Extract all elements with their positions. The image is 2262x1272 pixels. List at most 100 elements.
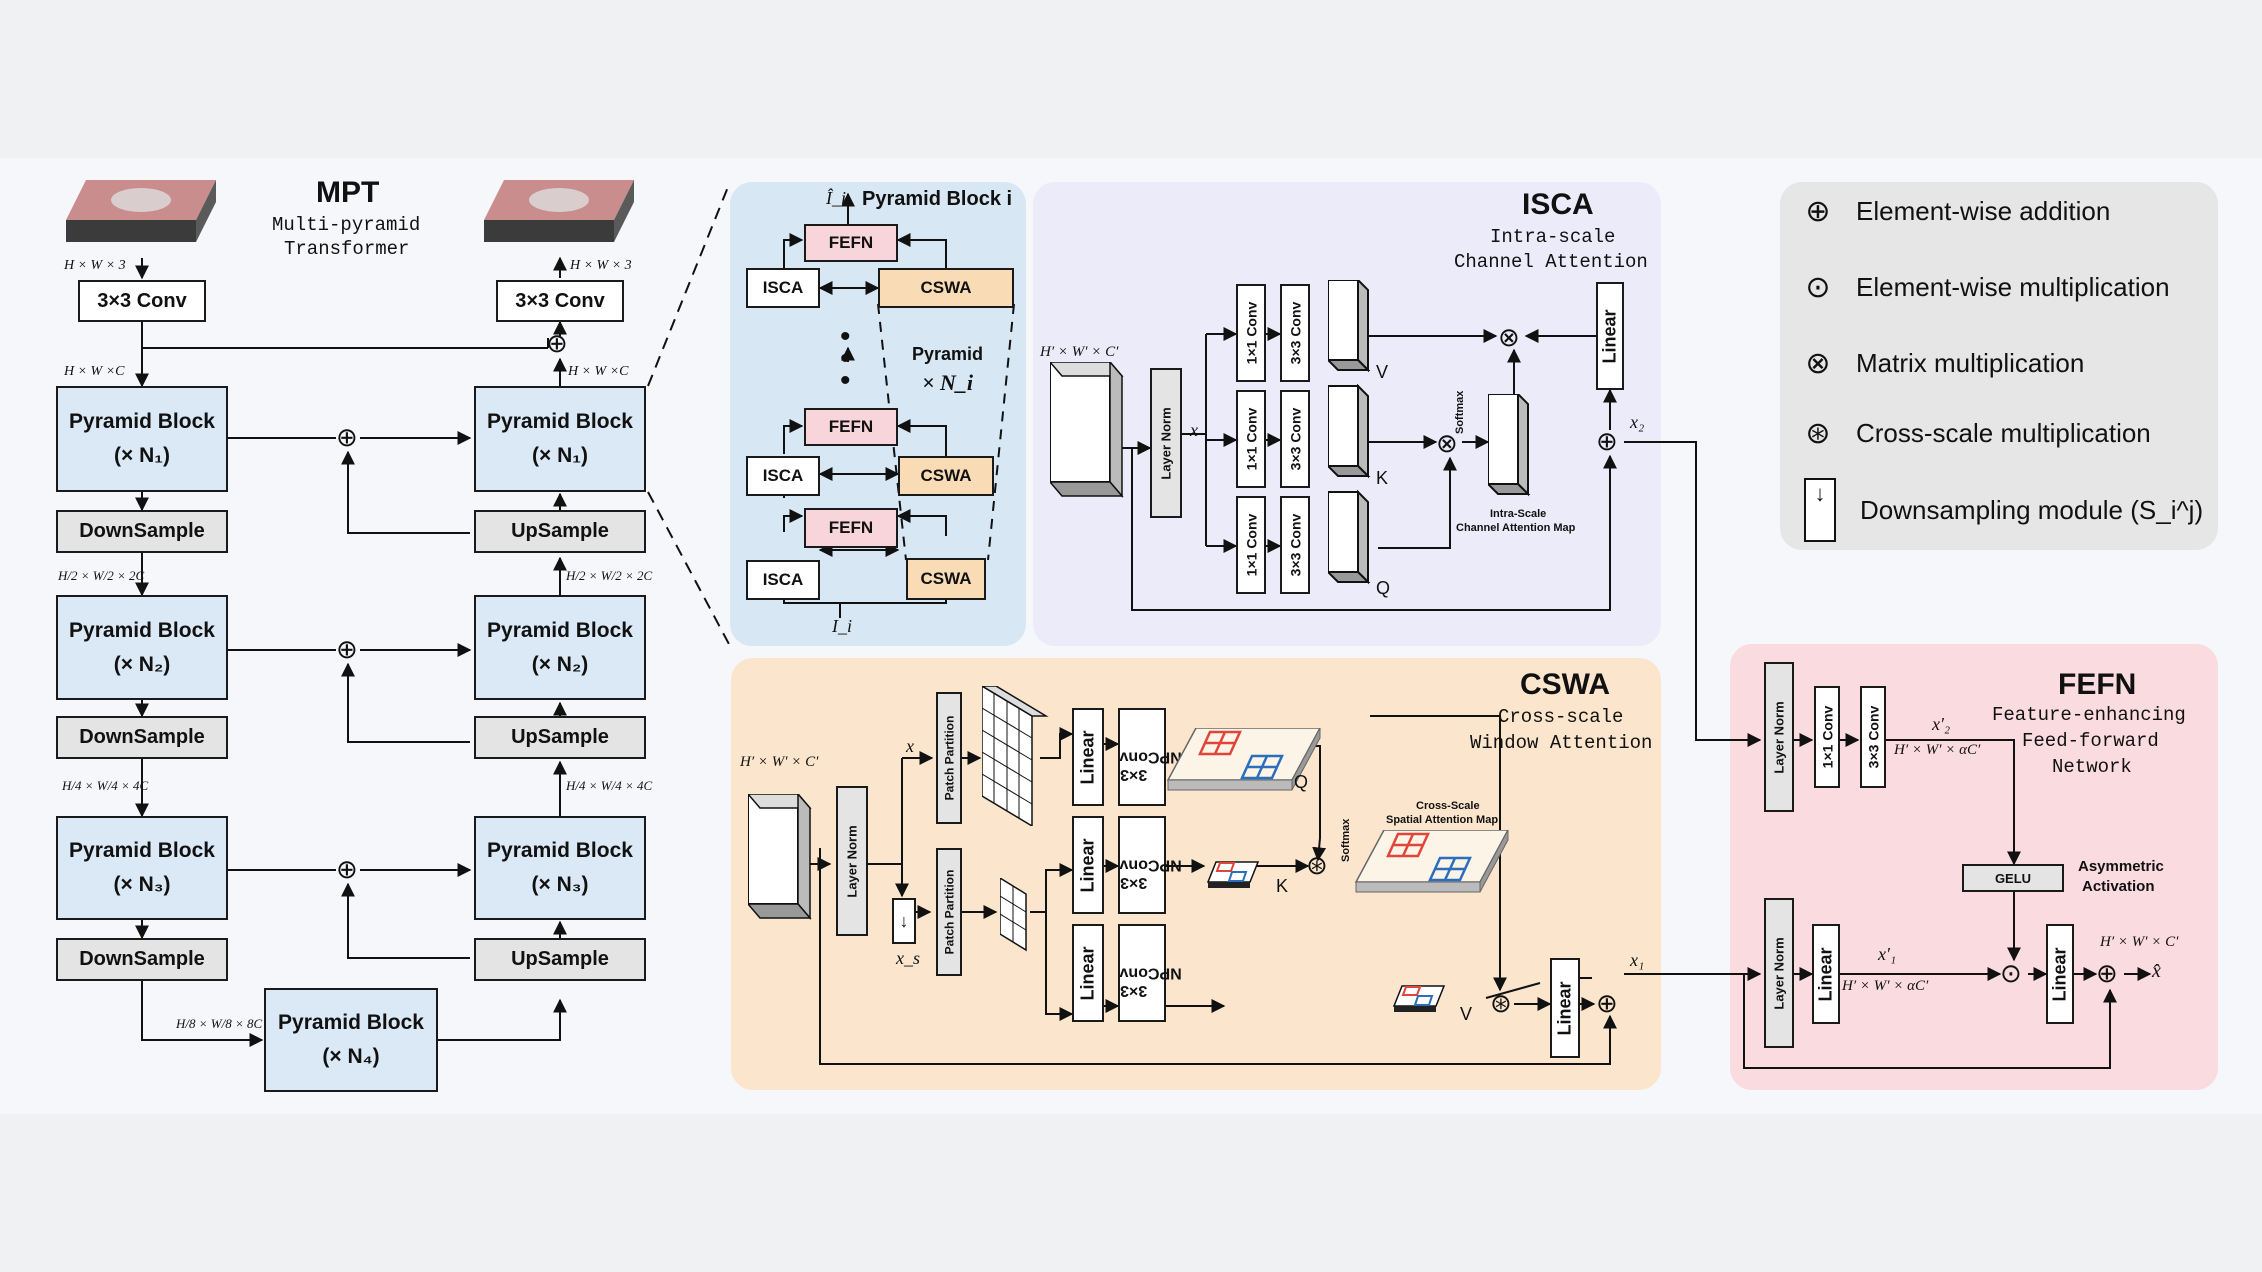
cswa-subtitle-2: Window Attention xyxy=(1470,732,1653,754)
isca-layer-norm: Layer Norm xyxy=(1150,368,1182,518)
add-symbol-3: ⊕ xyxy=(336,854,358,884)
cross-mul-symbol-1: ⊛ xyxy=(1306,850,1328,880)
legend-mul: ⊙ Element-wise multiplication xyxy=(1800,270,2169,305)
mpt-subtitle-1: Multi-pyramid xyxy=(272,214,421,236)
pyramid-label: Pyramid xyxy=(912,344,984,364)
isca-map-label-1: Intra-Scale xyxy=(1490,508,1547,520)
isca-dim: H′ × W′ × C′ xyxy=(1040,344,1119,360)
isca-box-top: ISCA xyxy=(746,268,820,308)
cswa-linear-q: Linear xyxy=(1072,708,1104,806)
dim-4c-right: H/4 × W/4 × 4C xyxy=(566,778,653,793)
isca-subtitle-1: Intra-scale xyxy=(1490,226,1616,248)
pyramid-block-right-2: Pyramid Block (× N₂) xyxy=(474,595,646,700)
pyramid-block-n: (× N₁) xyxy=(114,444,170,467)
fefn-dim-alpha-top: H′ × W′ × αC′ xyxy=(1894,742,1981,758)
cswa-key-grid xyxy=(1206,861,1260,888)
dim-2c-right: H/2 × W/2 × 2C xyxy=(566,568,653,583)
isca-x-label: x xyxy=(1190,420,1198,440)
cswa-q-label: Q xyxy=(1294,772,1309,792)
isca-conv1-v: 1×1 Conv xyxy=(1236,284,1266,382)
elementwise-mul-symbol: ⊙ xyxy=(2000,958,2022,988)
cswa-attention-map-grid xyxy=(1354,830,1509,893)
fefn-layer-norm-bottom: Layer Norm xyxy=(1764,898,1794,1048)
pyramid-block-label: Pyramid Block xyxy=(69,410,215,433)
cross-scale-icon: ⊛ xyxy=(1805,417,1831,450)
ellipsis-dots: ••• xyxy=(840,320,851,397)
downsample-1: DownSample xyxy=(56,510,228,553)
isca-box-mid: ISCA xyxy=(746,456,820,496)
legend-cross: ⊛ Cross-scale multiplication xyxy=(1800,416,2150,451)
pyramid-block-title: Pyramid Block i xyxy=(862,188,1013,210)
legend-panel xyxy=(1780,182,2218,550)
add-symbol-cswa: ⊕ xyxy=(1596,988,1618,1018)
upsample-3: UpSample xyxy=(474,938,646,981)
fefn-subtitle-3: Network xyxy=(2052,756,2132,778)
isca-map-label-2: Channel Attention Map xyxy=(1456,522,1576,534)
legend-down: ↓ Downsampling module (S_i^j) xyxy=(1800,478,2203,542)
isca-box-bottom: ISCA xyxy=(746,560,820,600)
add-symbol-1: ⊕ xyxy=(336,422,358,452)
isca-conv3-q: 3×3 Conv xyxy=(1280,496,1310,594)
mpt-title: MPT xyxy=(316,176,380,209)
matmul-icon: ⊗ xyxy=(1805,347,1831,380)
isca-k-label: K xyxy=(1376,468,1389,488)
mpt-subtitle-2: Transformer xyxy=(284,238,410,260)
pyramid-block-right-3: Pyramid Block (× N₃) xyxy=(474,816,646,920)
isca-feature-block xyxy=(1050,362,1124,499)
downsample-2: DownSample xyxy=(56,716,228,759)
isca-v-label: V xyxy=(1376,362,1389,382)
cswa-box-mid: CSWA xyxy=(898,456,994,496)
pyramid-block-input: I_i xyxy=(832,616,852,636)
dim-4c-left: H/4 × W/4 × 4C xyxy=(62,778,149,793)
dim-c-right: H × W ×C xyxy=(568,364,629,379)
isca-vkq-blocks xyxy=(1328,280,1371,585)
cswa-patch-grid-large xyxy=(982,686,1049,826)
pyramid-block-label: Pyramid Block xyxy=(487,410,633,433)
cswa-layer-norm: Layer Norm xyxy=(836,786,868,936)
isca-x2-label: x₂ xyxy=(1630,412,1645,432)
matmul-symbol-1: ⊗ xyxy=(1498,322,1520,352)
legend-matmul: ⊗ Matrix multiplication xyxy=(1800,346,2084,381)
fefn-title: FEFN xyxy=(2058,668,2137,701)
cswa-value-grid xyxy=(1392,985,1446,1012)
pyramid-times-n: × N_i xyxy=(922,370,974,395)
cswa-patch-grid-small xyxy=(1000,878,1027,952)
pyramid-block-label: Pyramid Block xyxy=(278,1011,424,1034)
isca-conv3-k: 3×3 Conv xyxy=(1280,390,1310,488)
pyramid-block-label: Pyramid Block xyxy=(69,618,215,642)
cswa-patch-partition-2: Patch Partition xyxy=(936,848,962,976)
upsample-1: UpSample xyxy=(474,510,646,553)
dim-c-left: H × W ×C xyxy=(64,364,125,379)
downsample-3: DownSample xyxy=(56,938,228,981)
cswa-x1-label: x₁ xyxy=(1630,950,1645,970)
pyramid-block-left-2: Pyramid Block (× N₂) xyxy=(56,595,228,700)
isca-q-label: Q xyxy=(1376,578,1391,598)
fefn-linear-2: Linear xyxy=(2046,924,2074,1024)
dim-output: H × W × 3 xyxy=(570,258,632,273)
upsample-2: UpSample xyxy=(474,716,646,759)
cswa-feature-block xyxy=(748,794,812,921)
cswa-linear-v: Linear xyxy=(1072,924,1104,1022)
cswa-query-grid xyxy=(1166,728,1321,791)
matmul-symbol-2: ⊗ xyxy=(1436,428,1458,458)
fefn-subtitle-1: Feature-enhancing xyxy=(1992,704,2186,726)
dim-input: H × W × 3 xyxy=(64,258,126,273)
legend-add: ⊕ Element-wise addition xyxy=(1800,194,2110,229)
fefn-box-top: FEFN xyxy=(804,224,898,262)
isca-linear: Linear xyxy=(1596,282,1624,390)
dim-8c: H/8 × W/8 × 8C xyxy=(176,1016,263,1031)
fefn-x1p-label: x′₁ xyxy=(1878,944,1897,964)
downsample-module-icon: ↓ xyxy=(1804,478,1836,542)
cswa-v-label: V xyxy=(1460,1004,1473,1024)
fefn-box-bottom: FEFN xyxy=(804,508,898,548)
isca-softmax: Softmax xyxy=(1454,390,1466,434)
isca-subtitle-2: Channel Attention xyxy=(1454,251,1648,273)
gelu-box: GELU xyxy=(1962,864,2064,892)
add-symbol-2: ⊕ xyxy=(336,634,358,664)
input-image-icon xyxy=(66,180,216,242)
conv-out-box: 3×3 Conv xyxy=(496,280,624,322)
isca-conv1-q: 1×1 Conv xyxy=(1236,496,1266,594)
add-icon: ⊕ xyxy=(1805,195,1831,228)
connectors xyxy=(135,181,2152,1069)
